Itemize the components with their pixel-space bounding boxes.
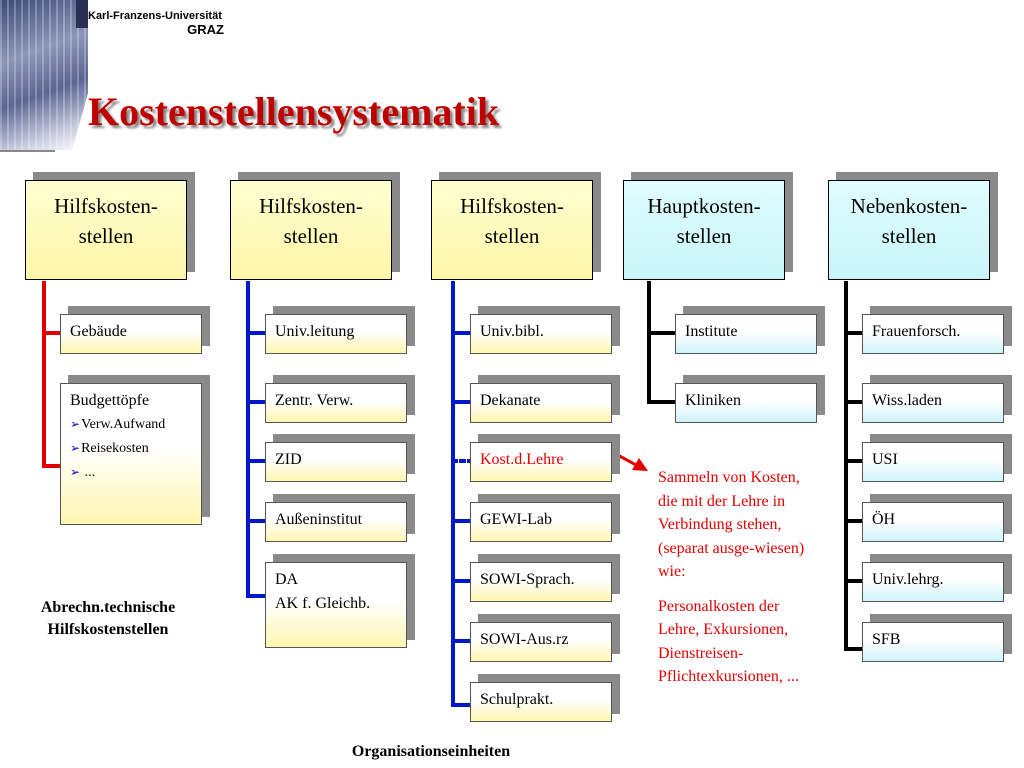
note-paragraph-1: Sammeln von Kosten, die mit der Lehre in…	[658, 469, 805, 580]
item-budgettoepfe: Budgettöpfe ➢Verw.Aufwand ➢Reisekosten ➢…	[60, 383, 202, 525]
item-da: DA	[275, 571, 299, 588]
caption-left-line2: Hilfskostenstellen	[47, 621, 169, 638]
university-name-line1: Karl-Franzens-Universität	[88, 10, 222, 22]
header-box-col2: Hilfskosten- stellen	[230, 180, 392, 280]
university-name-line2: GRAZ	[187, 22, 224, 37]
header-box-col1: Hilfskosten- stellen	[25, 180, 187, 280]
item-univ-bibl: Univ.bibl.	[470, 314, 612, 354]
arrow-bullet-icon: ➢	[70, 441, 81, 455]
header-box-col4: Hauptkosten- stellen	[623, 180, 785, 280]
budget-sub-2: ➢Reisekosten	[70, 441, 149, 456]
header-col5-line2: stellen	[881, 224, 937, 248]
arrow-icon	[613, 451, 648, 471]
header-col1-line1: Hilfskosten-	[54, 194, 158, 218]
item-schulprakt: Schulprakt.	[470, 682, 612, 722]
item-gewi-lab: GEWI-Lab	[470, 502, 612, 542]
page-title: Kostenstellensystematik	[88, 89, 500, 134]
header-col2-line1: Hilfskosten-	[259, 194, 363, 218]
item-zentr-verw: Zentr. Verw.	[265, 383, 407, 423]
item-usi: USI	[862, 442, 1004, 482]
item-kost-d-lehre: Kost.d.Lehre	[470, 442, 612, 482]
header-col4-line2: stellen	[676, 224, 732, 248]
connector-col1	[42, 281, 64, 468]
item-gebaeude: Gebäude	[60, 314, 202, 354]
header-col4-line1: Hauptkosten-	[647, 194, 761, 218]
item-oeh: ÖH	[862, 502, 1004, 542]
arrow-bullet-icon: ➢	[70, 465, 81, 479]
logo-divider	[0, 150, 55, 152]
connector-col3	[451, 281, 473, 707]
university-name: Karl-Franzens-Universität GRAZ	[88, 10, 248, 36]
caption-left: Abrechn.technische Hilfskostenstellen	[8, 597, 208, 641]
item-sfb: SFB	[862, 622, 1004, 662]
item-wiss-laden: Wiss.laden	[862, 383, 1004, 423]
note-paragraph-2: Personalkosten der Lehre, Exkursionen, D…	[658, 597, 799, 686]
item-sowi-aus-rz: SOWI-Aus.rz	[470, 622, 612, 662]
item-ak-gleichb: AK f. Gleichb.	[275, 595, 371, 612]
header-box-col3: Hilfskosten- stellen	[431, 180, 593, 280]
item-da-ak: DA AK f. Gleichb.	[265, 562, 407, 648]
item-dekanate: Dekanate	[470, 383, 612, 423]
item-sowi-sprach: SOWI-Sprach.	[470, 562, 612, 602]
item-zid: ZID	[265, 442, 407, 482]
logo-accent-bar	[76, 0, 88, 28]
header-col3-line1: Hilfskosten-	[460, 194, 564, 218]
header-col2-line2: stellen	[283, 224, 339, 248]
item-kliniken: Kliniken	[675, 383, 817, 423]
caption-left-line1: Abrechn.technische	[40, 599, 176, 616]
item-univ-leitung: Univ.leitung	[265, 314, 407, 354]
lehre-note: Sammeln von Kosten, die mit der Lehre in…	[658, 466, 818, 700]
item-aussen-institut: Außeninstitut	[265, 502, 407, 542]
header-col3-line2: stellen	[484, 224, 540, 248]
connector-col4	[647, 281, 678, 404]
item-frauenforsch: Frauenforsch.	[862, 314, 1004, 354]
item-univ-lehrg: Univ.lehrg.	[862, 562, 1004, 602]
budget-sub-1: ➢Verw.Aufwand	[70, 417, 166, 432]
budget-sub-3: ➢ ...	[70, 465, 96, 480]
budget-title: Budgettöpfe	[70, 392, 150, 409]
caption-bottom: Organisationseinheiten	[351, 743, 511, 760]
header-col1-line2: stellen	[78, 224, 134, 248]
header-box-col5: Nebenkosten- stellen	[828, 180, 990, 280]
connector-col2	[246, 281, 268, 598]
header-col5-line1: Nebenkosten-	[850, 194, 968, 218]
arrow-bullet-icon: ➢	[70, 417, 81, 431]
item-institute: Institute	[675, 314, 817, 354]
university-logo-image	[0, 0, 88, 150]
connector-col5	[844, 281, 865, 651]
